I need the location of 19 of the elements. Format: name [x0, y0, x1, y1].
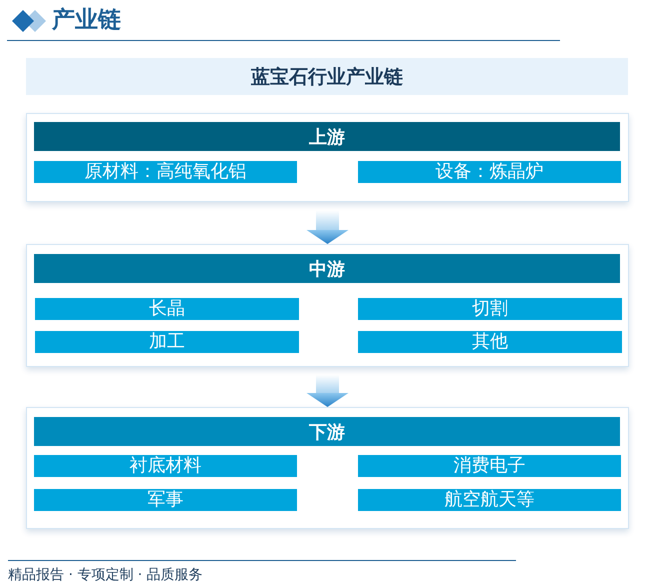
stage-panel	[26, 407, 629, 529]
stage-header: 上游	[34, 122, 620, 151]
segment-box: 长晶	[35, 298, 299, 320]
segment-box: 原材料：高纯氧化铝	[34, 161, 297, 183]
segment-box: 设备：炼晶炉	[358, 161, 621, 183]
stage-panel	[26, 244, 629, 367]
stage-header: 下游	[34, 417, 620, 446]
segment-box: 其他	[358, 331, 622, 353]
footer-slogan: 精品报告 · 专项定制 · 品质服务	[8, 566, 203, 584]
segment-box: 切割	[358, 298, 622, 320]
segment-box: 军事	[34, 489, 297, 511]
stage-panel	[26, 113, 629, 202]
title-banner: 蓝宝石行业产业链	[26, 58, 628, 95]
segment-box: 衬底材料	[34, 455, 297, 477]
segment-box: 消费电子	[358, 455, 621, 477]
segment-box: 加工	[35, 331, 299, 353]
stage-header: 中游	[34, 254, 620, 283]
section-heading: 产业链	[52, 5, 121, 35]
segment-box: 航空航天等	[358, 489, 621, 511]
